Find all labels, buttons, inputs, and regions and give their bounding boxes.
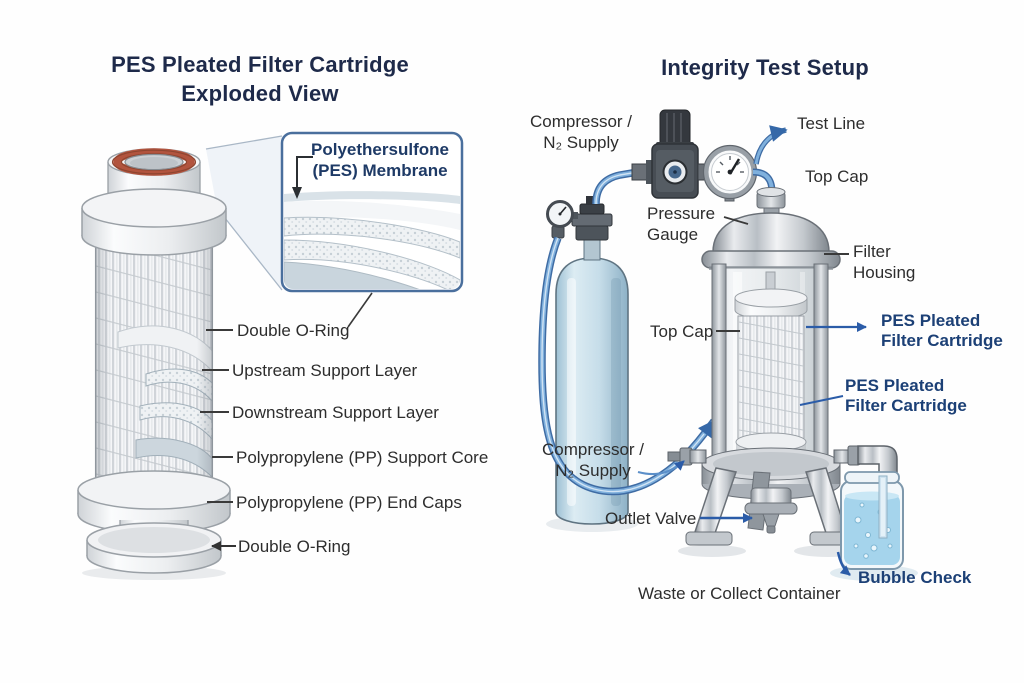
label-pes-lower-line1: PES Pleated xyxy=(845,376,945,395)
label-compressor-top-line2: N₂ Supply xyxy=(543,133,619,152)
label-bubble-check: Bubble Check xyxy=(858,568,972,587)
label-upstream-support: Upstream Support Layer xyxy=(232,361,418,380)
label-top-cap-upper: Top Cap xyxy=(805,167,869,186)
label-test-line: Test Line xyxy=(797,114,866,133)
test-setup-art xyxy=(538,109,918,581)
label-pes-upper-line2: Filter Cartridge xyxy=(881,331,1003,350)
label-waste-container: Waste or Collect Container xyxy=(638,584,841,603)
label-compressor-supply-top: Compressor / N₂ Supply xyxy=(515,111,647,153)
label-top-cap-side: Top Cap xyxy=(650,322,714,341)
label-double-oring-bottom: Double O-Ring xyxy=(238,537,351,556)
label-filter-housing: Filter Housing xyxy=(853,241,915,283)
label-outlet-valve: Outlet Valve xyxy=(605,509,697,528)
label-filter-housing-line2: Housing xyxy=(853,263,916,282)
callout-membrane-label: Polyethersulfone (PES) Membrane xyxy=(292,139,468,181)
label-compressor-top-line1: Compressor / xyxy=(529,112,633,131)
callout-membrane-line2: (PES) Membrane xyxy=(312,161,448,180)
left-title-line1: PES Pleated Filter Cartridge xyxy=(111,52,409,77)
label-pressure-gauge: Pressure Gauge xyxy=(647,203,715,245)
left-title: PES Pleated Filter Cartridge Exploded Vi… xyxy=(106,50,414,108)
label-pp-end-caps: Polypropylene (PP) End Caps xyxy=(236,493,462,512)
label-pressure-gauge-line1: Pressure xyxy=(647,204,716,223)
label-compressor-bottom-line2: N₂ Supply xyxy=(555,461,631,480)
label-pes-cartridge-lower: PES Pleated Filter Cartridge xyxy=(845,376,967,416)
exploded-cartridge-art xyxy=(77,131,464,580)
label-pressure-gauge-line2: Gauge xyxy=(647,225,699,244)
label-compressor-supply-bottom: Compressor / N₂ Supply xyxy=(523,439,663,481)
label-pes-cartridge-upper: PES Pleated Filter Cartridge xyxy=(881,311,1003,351)
left-title-line2: Exploded View xyxy=(181,81,339,106)
right-title: Integrity Test Setup xyxy=(661,55,869,80)
label-double-oring-top: Double O-Ring xyxy=(237,321,350,340)
label-pp-support-core: Polypropylene (PP) Support Core xyxy=(236,448,489,467)
label-pes-lower-line2: Filter Cartridge xyxy=(845,396,967,415)
label-downstream-support: Downstream Support Layer xyxy=(232,403,439,422)
label-compressor-bottom-line1: Compressor / xyxy=(541,440,645,459)
callout-membrane-line1: Polyethersulfone xyxy=(311,140,449,159)
label-pes-upper-line1: PES Pleated xyxy=(881,311,981,330)
label-filter-housing-line1: Filter xyxy=(853,242,891,261)
